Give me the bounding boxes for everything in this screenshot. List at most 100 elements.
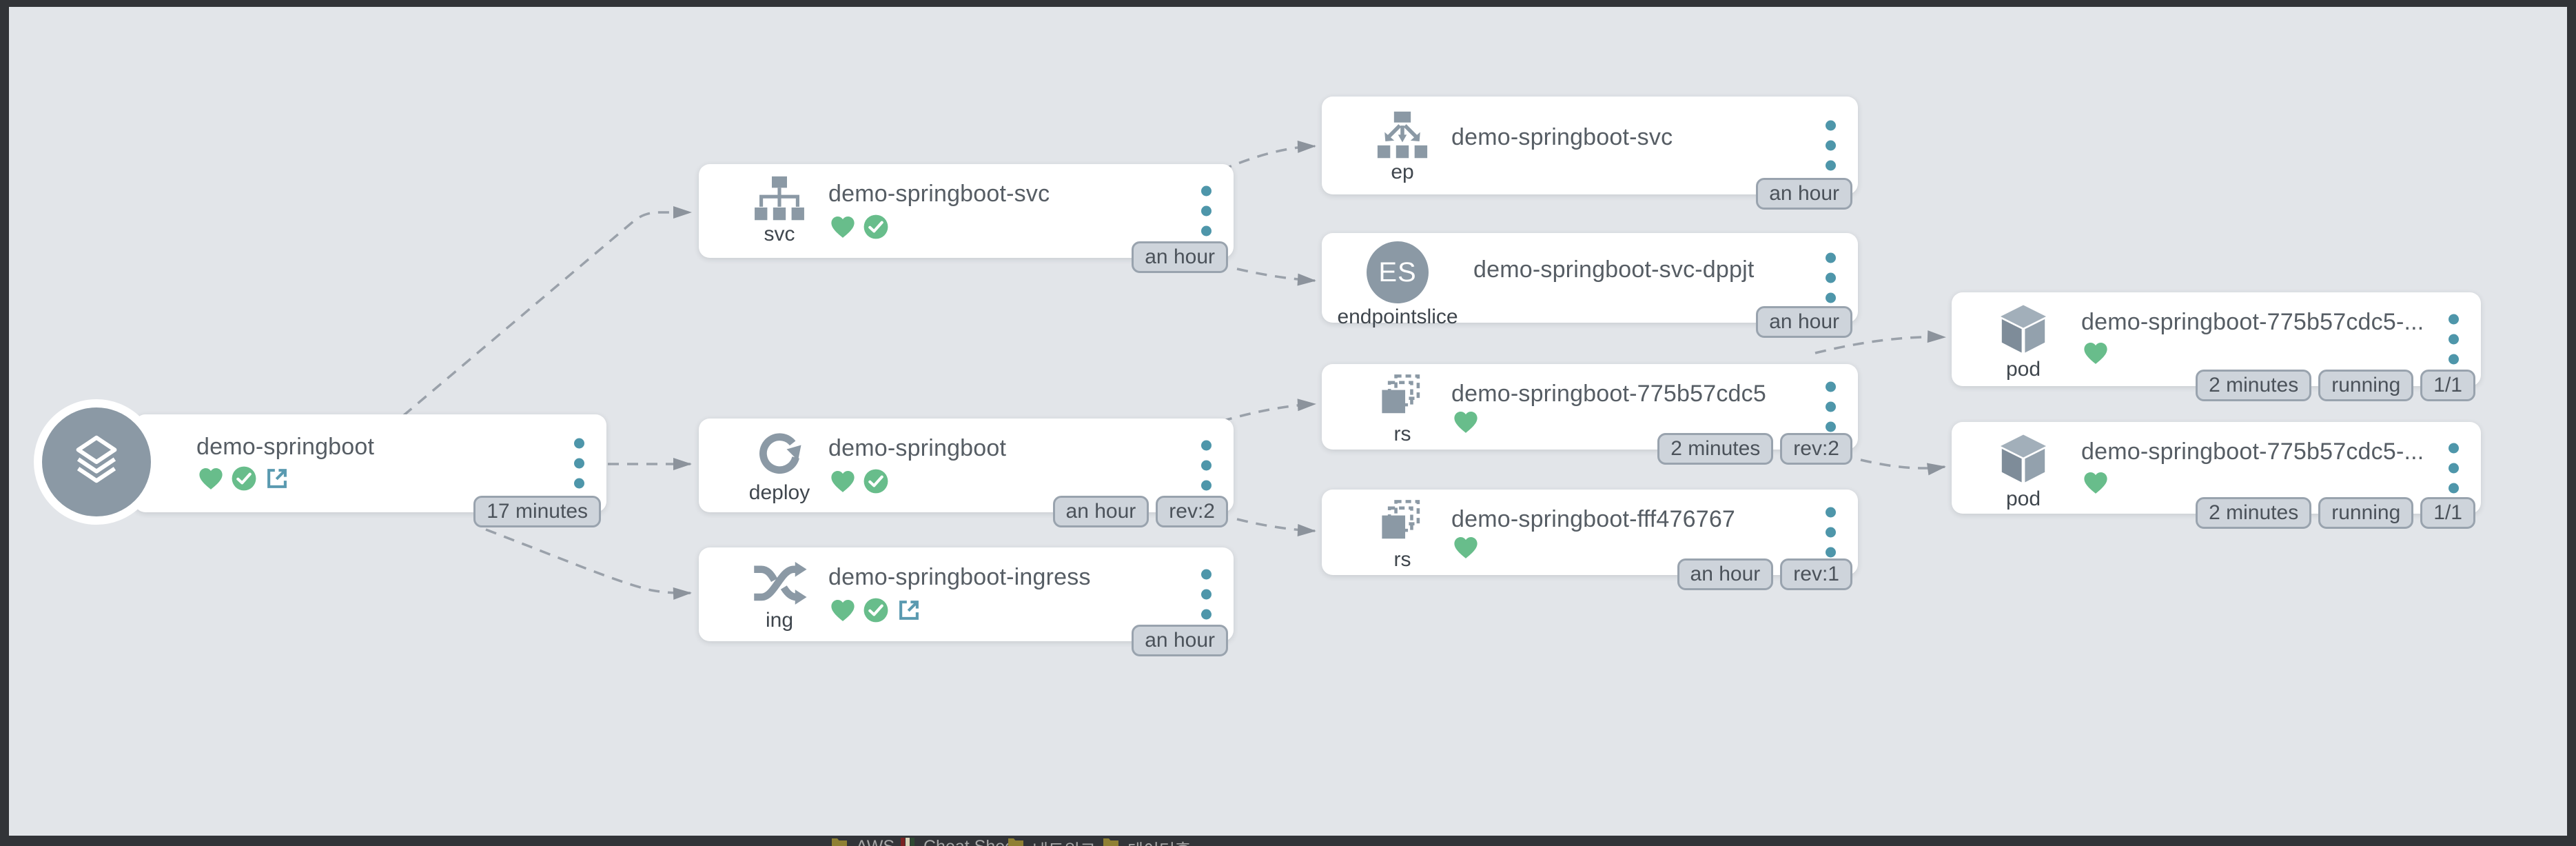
fanout-icon	[1377, 111, 1428, 159]
bookmark-item[interactable]: Cheat Sheet	[900, 837, 1019, 846]
node-title: demo-springboot-svc	[828, 181, 1050, 207]
shuffle-icon	[754, 561, 807, 605]
edge-svc-endpointslice	[1236, 268, 1316, 286]
pod-cube-icon	[2001, 434, 2046, 483]
healthy-heart-icon	[831, 216, 855, 238]
kebab-menu-button[interactable]	[2446, 440, 2462, 496]
age-badge: 17 minutes	[473, 496, 601, 527]
age-badge: an hour	[1132, 625, 1228, 656]
edge-rs1-pod2	[1860, 459, 1946, 476]
node-type-label: ep	[1391, 161, 1414, 183]
healthy-heart-icon	[2084, 342, 2107, 364]
edge-app-ing	[485, 528, 692, 600]
folder-icon	[1103, 838, 1118, 846]
revision-badge: rev:2	[1156, 496, 1228, 527]
node-title: demo-springboot	[828, 435, 1007, 461]
node-title: demo-springboot-fff476767	[1451, 506, 1736, 532]
edge-svc-ep	[1220, 140, 1316, 172]
kebab-menu-button[interactable]	[1198, 183, 1214, 239]
kebab-menu-button[interactable]	[2446, 312, 2462, 367]
edge-deploy-rs1	[1220, 399, 1316, 423]
kebab-menu-button[interactable]	[1823, 250, 1839, 306]
application-circle-icon	[34, 399, 159, 525]
node-pod[interactable]: pod demo-springboot-775b57cdc5-... 2 min…	[1952, 292, 2481, 401]
edge-app-svc	[402, 206, 692, 417]
node-title: demo-springboot-775b57cdc5	[1451, 381, 1766, 407]
state-badge: running	[2318, 497, 2414, 529]
revision-badge: rev:1	[1780, 558, 1852, 590]
node-type-label: rs	[1393, 548, 1411, 571]
bookmark-label: AWS	[856, 837, 895, 846]
kebab-menu-button[interactable]	[571, 436, 587, 492]
node-type-label: rs	[1393, 423, 1411, 445]
age-badge: an hour	[1052, 496, 1149, 527]
external-link-icon[interactable]	[264, 465, 290, 492]
node-type-label: ing	[765, 609, 794, 632]
bookmark-item[interactable]: 네트워크	[1008, 837, 1096, 846]
edge-deploy-rs2	[1236, 518, 1316, 537]
pod-cube-icon	[2001, 305, 2046, 353]
bookmarks-bar-sliver: AWS Cheat Sheet 네트워크 데이터홈	[0, 836, 2576, 846]
age-badge: an hour	[1132, 241, 1228, 273]
healthy-heart-icon	[1454, 536, 1478, 558]
cheatsheet-icon	[901, 838, 914, 846]
ready-count-badge: 1/1	[2420, 497, 2475, 529]
node-title: demo-springboot-775b57cdc5-...	[2081, 309, 2424, 335]
node-endpoints[interactable]: ep demo-springboot-svc an hour	[1322, 97, 1858, 210]
node-replicaset[interactable]: rs demo-springboot-775b57cdc5 2 minutes …	[1322, 364, 1858, 465]
kebab-menu-button[interactable]	[1823, 118, 1839, 174]
node-ingress[interactable]: ing demo-springboot-ingress an hour	[699, 547, 1234, 656]
external-link-icon[interactable]	[896, 597, 922, 623]
bookmark-label: 네트워크	[1032, 837, 1096, 846]
kebab-menu-button[interactable]	[1823, 379, 1839, 435]
ready-count-badge: 1/1	[2420, 370, 2475, 401]
bookmark-label: Cheat Sheet	[923, 837, 1019, 846]
node-type-label: pod	[2005, 358, 2041, 381]
node-title: demo-springboot-svc-dppjt	[1473, 256, 1755, 283]
bookmark-label: 데이터홈	[1127, 837, 1191, 846]
healthy-heart-icon	[831, 470, 855, 492]
sitemap-icon	[755, 176, 804, 221]
ready-check-icon	[232, 466, 256, 491]
age-badge: an hour	[1677, 558, 1774, 590]
age-badge: 2 minutes	[2196, 370, 2312, 401]
node-replicaset[interactable]: rs demo-springboot-fff476767 an hour rev…	[1322, 490, 1858, 590]
kebab-menu-button[interactable]	[1823, 505, 1839, 561]
layers-icon	[76, 435, 117, 483]
age-badge: an hour	[1756, 306, 1852, 338]
kebab-menu-button[interactable]	[1198, 567, 1214, 623]
node-service[interactable]: svc demo-springboot-svc an hour	[699, 164, 1234, 273]
ready-check-icon	[863, 214, 888, 239]
replicaset-icon	[1382, 374, 1420, 414]
ready-check-icon	[863, 598, 888, 623]
state-badge: running	[2318, 370, 2414, 401]
node-title: demo-springboot-svc	[1451, 124, 1673, 150]
healthy-heart-icon	[199, 467, 223, 490]
redeploy-icon	[759, 433, 801, 474]
bookmark-item[interactable]: 데이터홈	[1103, 837, 1191, 846]
endpointslice-circle-icon: ES	[1367, 241, 1429, 303]
node-deployment[interactable]: deploy demo-springboot an hour rev:2	[699, 419, 1234, 527]
node-type-label: deploy	[748, 481, 810, 504]
node-endpointslice[interactable]: ES endpointslice demo-springboot-svc-dpp…	[1322, 233, 1858, 338]
folder-icon	[1008, 838, 1023, 846]
ready-check-icon	[863, 469, 888, 494]
node-application[interactable]: demo-springboot 17 minutes	[34, 399, 606, 527]
age-badge: 2 minutes	[2196, 497, 2312, 529]
healthy-heart-icon	[1454, 411, 1478, 433]
age-badge: an hour	[1756, 178, 1852, 210]
healthy-heart-icon	[2084, 472, 2107, 494]
node-title: demo-springboot-ingress	[828, 564, 1091, 590]
node-type-label: endpointslice	[1337, 305, 1458, 328]
replicaset-icon	[1382, 500, 1420, 539]
age-badge: 2 minutes	[1657, 433, 1774, 465]
healthy-heart-icon	[831, 599, 855, 621]
kebab-menu-button[interactable]	[1198, 438, 1214, 494]
node-type-label: pod	[2005, 487, 2041, 510]
node-pod[interactable]: pod demo-springboot-775b57cdc5-... 2 min…	[1952, 422, 2481, 529]
es-icon-text: ES	[1378, 256, 1417, 288]
edge-rs1-pod1	[1815, 330, 1946, 354]
bookmark-item[interactable]: AWS	[831, 837, 895, 846]
